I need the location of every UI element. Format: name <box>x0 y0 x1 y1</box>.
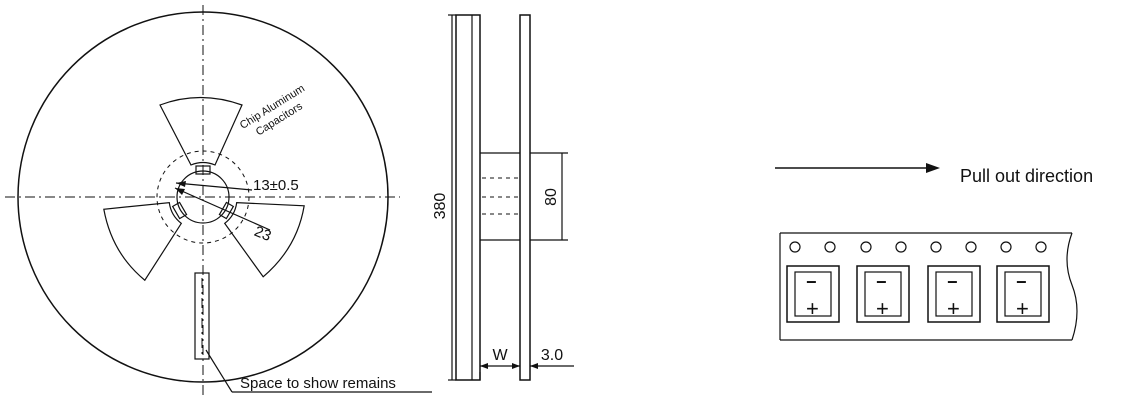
tape-torn-edge <box>1066 232 1078 341</box>
right-flange <box>519 14 531 381</box>
pocket-outline <box>856 265 910 323</box>
hub-dim-arrow <box>176 181 186 187</box>
sprocket-hole <box>930 241 942 253</box>
reel-label-text: Chip Aluminum Capacitors <box>238 82 307 138</box>
capacitor-body <box>864 271 902 317</box>
capacitor-body <box>1004 271 1042 317</box>
tape-pocket: − + <box>996 265 1050 323</box>
pocket-outline <box>996 265 1050 323</box>
remains-label: Space to show remains <box>240 375 396 392</box>
tape-pocket: − + <box>786 265 840 323</box>
sprocket-hole <box>1035 241 1047 253</box>
slot-dim-leader <box>174 187 271 231</box>
pull-direction-label: Pull out direction <box>960 166 1093 186</box>
reel-side-view: 380 80 W 3.0 <box>432 14 574 381</box>
sprocket-holes <box>789 241 1047 253</box>
reel-arbor-hole <box>176 170 230 224</box>
slot-dim-label: 23 <box>252 223 274 245</box>
sprocket-hole <box>860 241 872 253</box>
reel-hub-outline <box>156 150 250 244</box>
tape-pocket: − + <box>856 265 910 323</box>
pocket-minus: − <box>806 272 817 292</box>
hub-dim-leader <box>175 182 253 191</box>
w-arrow-left <box>480 363 488 369</box>
sprocket-hole <box>1000 241 1012 253</box>
slot-dim-arrow <box>175 188 185 195</box>
remains-leader <box>205 349 233 393</box>
pocket-outline <box>927 265 981 323</box>
tape-pocket: − + <box>927 265 981 323</box>
reel-keyway-left <box>171 201 188 220</box>
hub-width-dim-label: 80 <box>543 188 560 206</box>
reel-front-view: 13±0.5 23 Chip Aluminum Capacitors Space… <box>5 5 432 395</box>
pocket-plus: + <box>947 296 960 321</box>
diameter-dim-label: 380 <box>432 193 449 220</box>
pocket-minus: − <box>1016 272 1027 292</box>
remains-window <box>194 272 210 360</box>
capacitor-body <box>935 271 973 317</box>
width-label: W <box>492 347 508 364</box>
tape-view: Pull out direction − + − + <box>775 163 1093 341</box>
left-flange <box>455 14 481 381</box>
pocket-minus: − <box>947 272 958 292</box>
flange-arrow <box>530 363 538 369</box>
reel-keyway-top <box>195 165 211 175</box>
hub-dim-label: 13±0.5 <box>253 177 299 194</box>
sprocket-hole <box>824 241 836 253</box>
capacitor-body <box>794 271 832 317</box>
pocket-minus: − <box>876 272 887 292</box>
reel-window-left <box>103 201 183 282</box>
direction-arrow-head <box>926 163 940 173</box>
flange-dim-label: 3.0 <box>541 347 563 364</box>
w-arrow-right <box>512 363 520 369</box>
sprocket-hole <box>789 241 801 253</box>
reel-window-top <box>159 96 243 166</box>
sprocket-hole <box>895 241 907 253</box>
pocket-outline <box>786 265 840 323</box>
pocket-plus: + <box>806 296 819 321</box>
pocket-plus: + <box>1016 296 1029 321</box>
sprocket-hole <box>965 241 977 253</box>
pocket-plus: + <box>876 296 889 321</box>
reel-window-right <box>223 201 305 278</box>
